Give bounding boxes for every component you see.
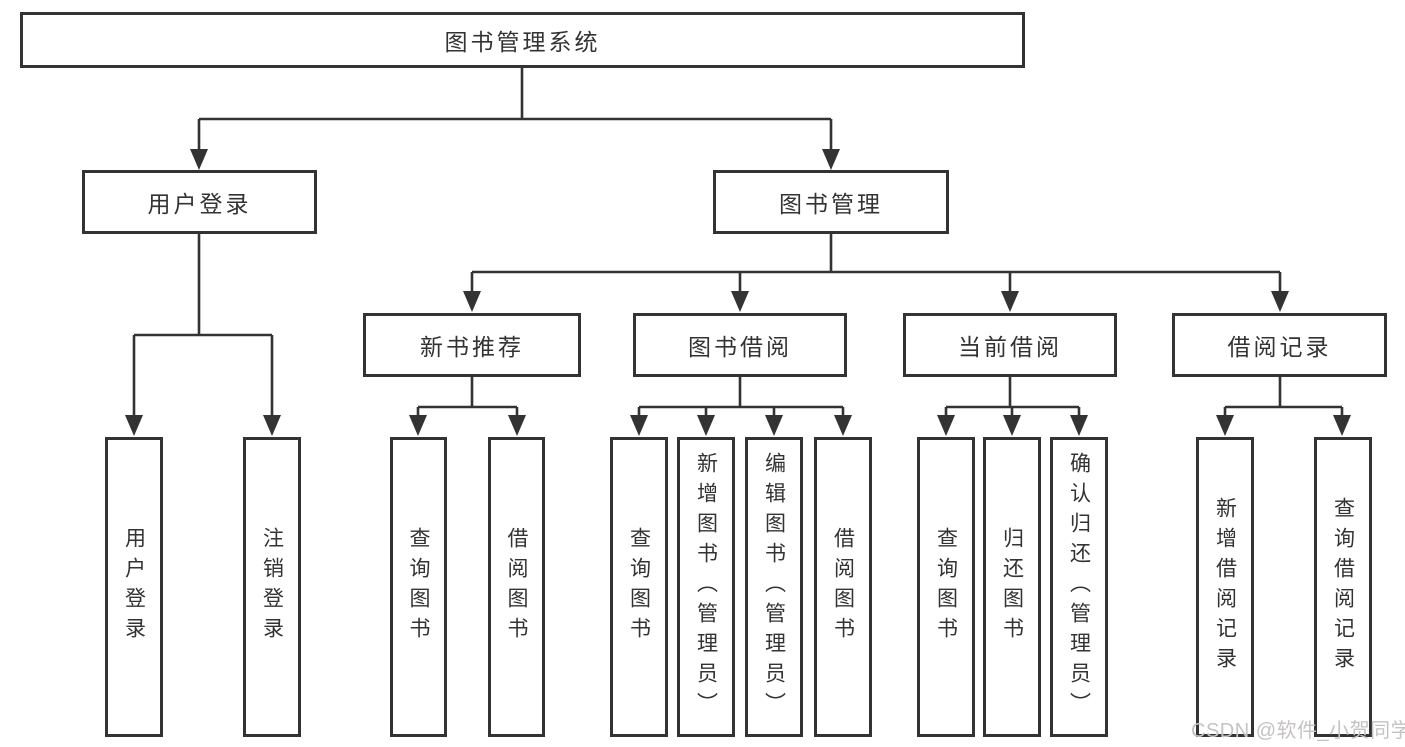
node-label: 归还图书 — [1000, 527, 1024, 647]
leaf-borrow-books-1: 借阅图书 — [488, 437, 545, 737]
node-label: 图书管理 — [779, 191, 883, 217]
leaf-query-books-3: 查询图书 — [917, 437, 975, 737]
node-label: 图书借阅 — [688, 334, 792, 360]
leaf-add-borrow-record: 新增借阅记录 — [1196, 437, 1254, 737]
leaf-user-login: 用户登录 — [105, 437, 163, 737]
node-label: 新书推荐 — [420, 334, 524, 360]
node-user-login: 用户登录 — [82, 170, 317, 234]
leaf-logout: 注销登录 — [243, 437, 301, 737]
leaf-query-borrow-record: 查询借阅记录 — [1314, 437, 1372, 737]
node-label: 借阅记录 — [1227, 334, 1332, 360]
node-label: 图书管理系统 — [444, 29, 601, 55]
node-label: 用户登录 — [122, 527, 146, 647]
node-label: 查询图书 — [934, 527, 958, 647]
node-label: 注销登录 — [260, 527, 284, 647]
watermark-text: CSDN @软件_小贺同学 — [1191, 720, 1405, 742]
node-book-borrowing: 图书借阅 — [633, 313, 847, 377]
leaf-query-books-2: 查询图书 — [610, 437, 668, 737]
node-label: 新增借阅记录 — [1213, 497, 1237, 677]
leaf-edit-book-admin: 编辑图书（管理员） — [745, 437, 803, 737]
leaf-add-book-admin: 新增图书（管理员） — [677, 437, 735, 737]
node-borrowing-records: 借阅记录 — [1172, 313, 1387, 377]
node-label: 当前借阅 — [958, 334, 1062, 360]
leaf-confirm-return-admin: 确认归还（管理员） — [1050, 437, 1108, 737]
node-label: 确认归还（管理员） — [1067, 452, 1091, 722]
leaf-query-books-1: 查询图书 — [390, 437, 447, 737]
node-library-system: 图书管理系统 — [20, 12, 1025, 68]
node-label: 用户登录 — [147, 191, 252, 217]
node-label: 查询图书 — [407, 527, 430, 647]
node-label: 新增图书（管理员） — [694, 452, 718, 722]
node-label: 借阅图书 — [831, 527, 855, 647]
leaf-borrow-books-2: 借阅图书 — [814, 437, 872, 737]
node-new-book-recommendation: 新书推荐 — [363, 313, 581, 377]
node-label: 借阅图书 — [505, 527, 528, 647]
node-book-management: 图书管理 — [713, 170, 949, 234]
node-current-borrowing: 当前借阅 — [903, 313, 1117, 377]
node-label: 查询借阅记录 — [1331, 497, 1355, 677]
node-label: 查询图书 — [627, 527, 651, 647]
node-label: 编辑图书（管理员） — [762, 452, 786, 722]
leaf-return-book: 归还图书 — [983, 437, 1041, 737]
